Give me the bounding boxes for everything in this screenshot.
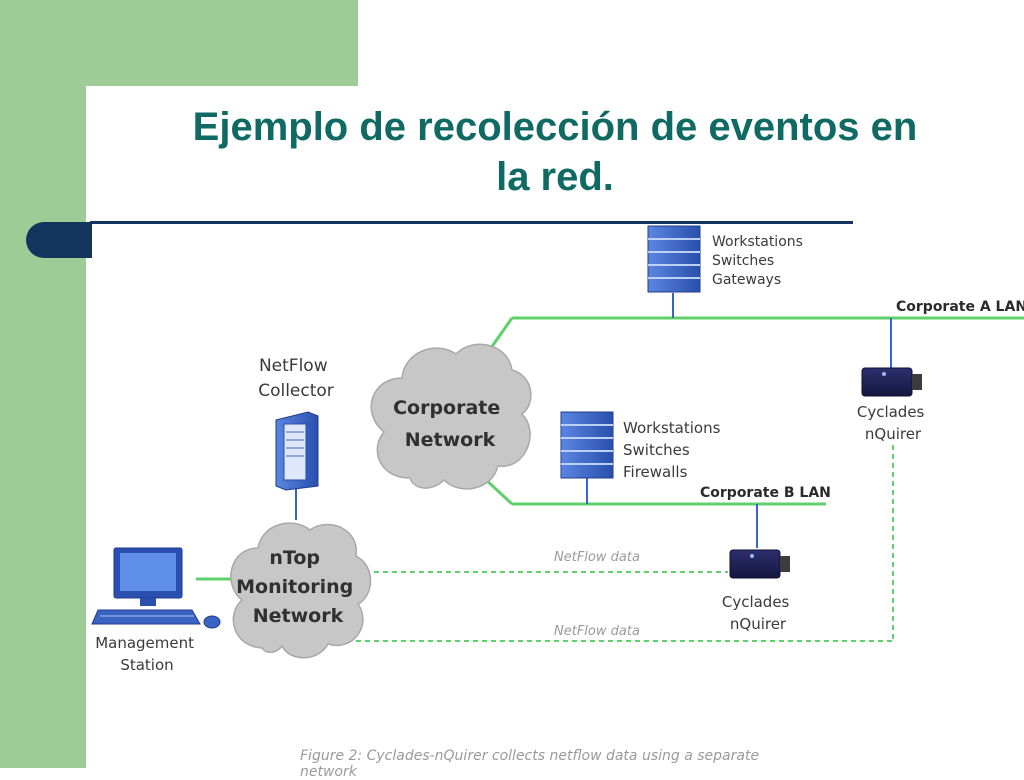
figure-caption: Figure 2: Cyclades-nQuirer collects netf… [300,748,760,780]
corporate-network-cloud [370,343,532,490]
nquirer-a-device [861,367,922,397]
netflow-collector-label: NetFlow Collector [258,356,334,401]
content-panel [86,86,1024,768]
management-station-label: Management Station [95,634,199,674]
middle-device-label: Workstations Switches Firewalls [623,419,725,481]
title-line-2: la red. [496,155,614,199]
lan-b-label: Corporate B LAN [700,485,831,501]
top-server-rack [647,225,701,293]
netflow-links [320,445,894,642]
ntop-monitoring-cloud [230,522,372,659]
device-links [295,293,892,548]
top-device-label: Workstations Switches Gateways [712,234,807,288]
divider-pill [26,222,92,258]
netflow-collector-server [275,411,319,491]
top-green-band [86,0,358,86]
left-green-band [0,0,86,768]
middle-server-rack [560,411,614,479]
lan-a-label: Corporate A LAN [896,299,1024,315]
slide-title: Ejemplo de recolección de eventos en la … [86,102,1024,202]
nquirer-b-label: Cyclades nQuirer [722,593,794,633]
nquirer-b-device [729,549,790,579]
title-divider [90,221,853,224]
ntop-cloud-label: nTop Monitoring Network [236,547,360,627]
netflow-data-label-2: NetFlow data [554,624,640,639]
title-line-1: Ejemplo de recolección de eventos en [192,105,918,149]
management-station-computer [91,547,221,629]
corporate-network-label: Corporate Network [393,397,507,451]
netflow-data-label-1: NetFlow data [554,550,640,565]
nquirer-a-label: Cyclades nQuirer [857,403,929,443]
